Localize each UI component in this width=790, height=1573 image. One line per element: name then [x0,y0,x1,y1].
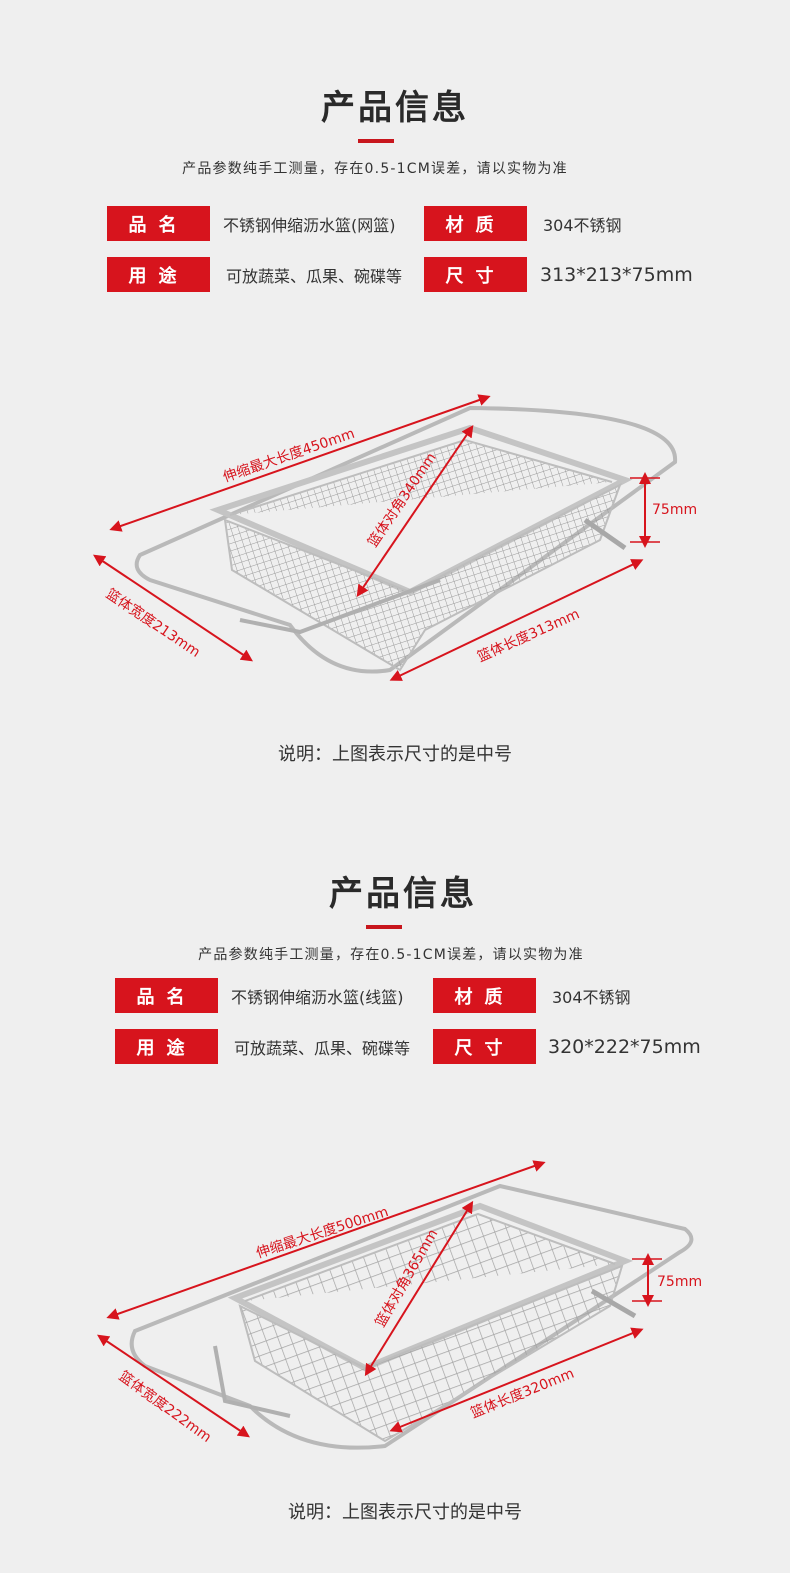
spec-label-usage: 用途 [115,1029,218,1064]
product-info-section-1: 产品信息 产品参数纯手工测量，存在0.5-1CM误差，请以实物为准 品名 不锈钢… [0,0,790,786]
section-subtitle: 产品参数纯手工测量，存在0.5-1CM误差，请以实物为准 [198,947,584,963]
product-photo-wire-basket: 伸缩最大长度500mm 篮体对角365mm 75mm 篮体宽度222mm 篮体长… [97,1160,702,1450]
spec-label-material: 材质 [424,206,527,241]
spec-label-size: 尺寸 [424,257,527,292]
product-photo-mesh-basket: 伸缩最大长度450mm 篮体对角340mm 75mm 篮体宽度213mm 篮体长… [93,394,697,681]
spec-label-name: 品名 [107,206,210,241]
spec-value-name: 不锈钢伸缩沥水篮(线篮) [231,987,404,1007]
size-note: 说明：上图表示尺寸的是中号 [278,744,512,765]
section-subtitle: 产品参数纯手工测量，存在0.5-1CM误差，请以实物为准 [182,161,568,177]
spec-value-usage: 可放蔬菜、瓜果、碗碟等 [226,266,403,286]
dim-width: 篮体宽度213mm [103,585,204,661]
dim-max-length: 伸缩最大长度500mm [254,1204,390,1262]
spec-label-material: 材质 [433,978,536,1013]
dim-max-length: 伸缩最大长度450mm [221,426,357,486]
spec-label-size: 尺寸 [433,1029,536,1064]
size-note: 说明：上图表示尺寸的是中号 [288,1502,522,1523]
spec-value-material: 304不锈钢 [543,215,622,235]
dim-height: 75mm [652,502,697,518]
dim-height: 75mm [657,1274,702,1290]
title-underline [358,139,394,143]
product-info-section-2: 产品信息 产品参数纯手工测量，存在0.5-1CM误差，请以实物为准 品名 不锈钢… [0,786,790,1572]
spec-label-name: 品名 [115,978,218,1013]
spec-value-size: 320*222*75mm [548,1035,701,1058]
spec-label-usage: 用途 [107,257,210,292]
title-underline [366,925,402,929]
section-title: 产品信息 [321,88,469,128]
spec-value-name: 不锈钢伸缩沥水篮(网篮) [223,215,396,235]
spec-value-size: 313*213*75mm [540,263,693,286]
section-title: 产品信息 [329,874,477,914]
spec-value-material: 304不锈钢 [552,987,631,1007]
spec-value-usage: 可放蔬菜、瓜果、碗碟等 [234,1038,411,1058]
